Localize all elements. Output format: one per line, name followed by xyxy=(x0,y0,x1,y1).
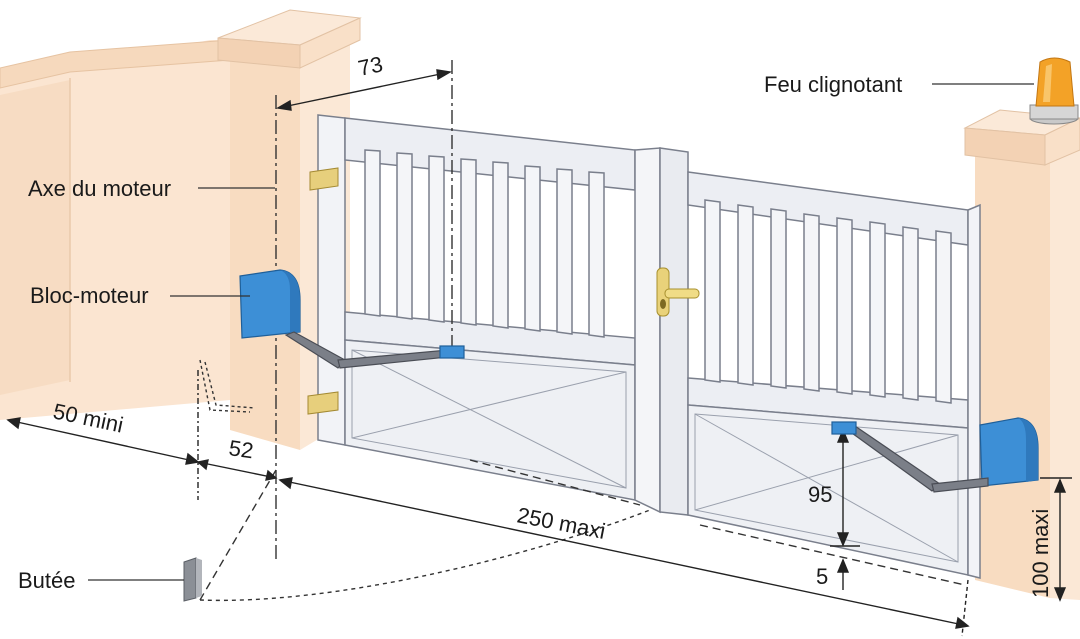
dimension-250-maxi: 250 maxi xyxy=(515,502,607,544)
right-motor-block xyxy=(979,417,1039,487)
hinges xyxy=(307,167,339,415)
dimension-lines xyxy=(6,69,1072,637)
dimension-52: 52 xyxy=(227,435,255,463)
right-pillar xyxy=(963,109,1080,600)
dimension-5: 5 xyxy=(816,564,828,589)
left-motor-arm xyxy=(284,331,465,369)
stop-label: Butée xyxy=(18,568,76,593)
flashing-light xyxy=(1029,57,1079,125)
motor-block-label: Bloc-moteur xyxy=(30,283,149,308)
gate xyxy=(317,114,981,579)
door-handle xyxy=(656,267,700,317)
dimension-100-maxi: 100 maxi xyxy=(1028,509,1053,598)
dimension-73: 73 xyxy=(356,51,385,81)
flashing-light-label: Feu clignotant xyxy=(764,72,902,97)
stop-block xyxy=(183,557,202,602)
dimension-95: 95 xyxy=(808,482,832,507)
leader-lines xyxy=(88,83,1034,581)
left-motor-block xyxy=(239,269,301,339)
right-motor-arm xyxy=(831,421,989,493)
motor-axis-label: Axe du moteur xyxy=(28,176,171,201)
left-wall xyxy=(0,39,231,420)
